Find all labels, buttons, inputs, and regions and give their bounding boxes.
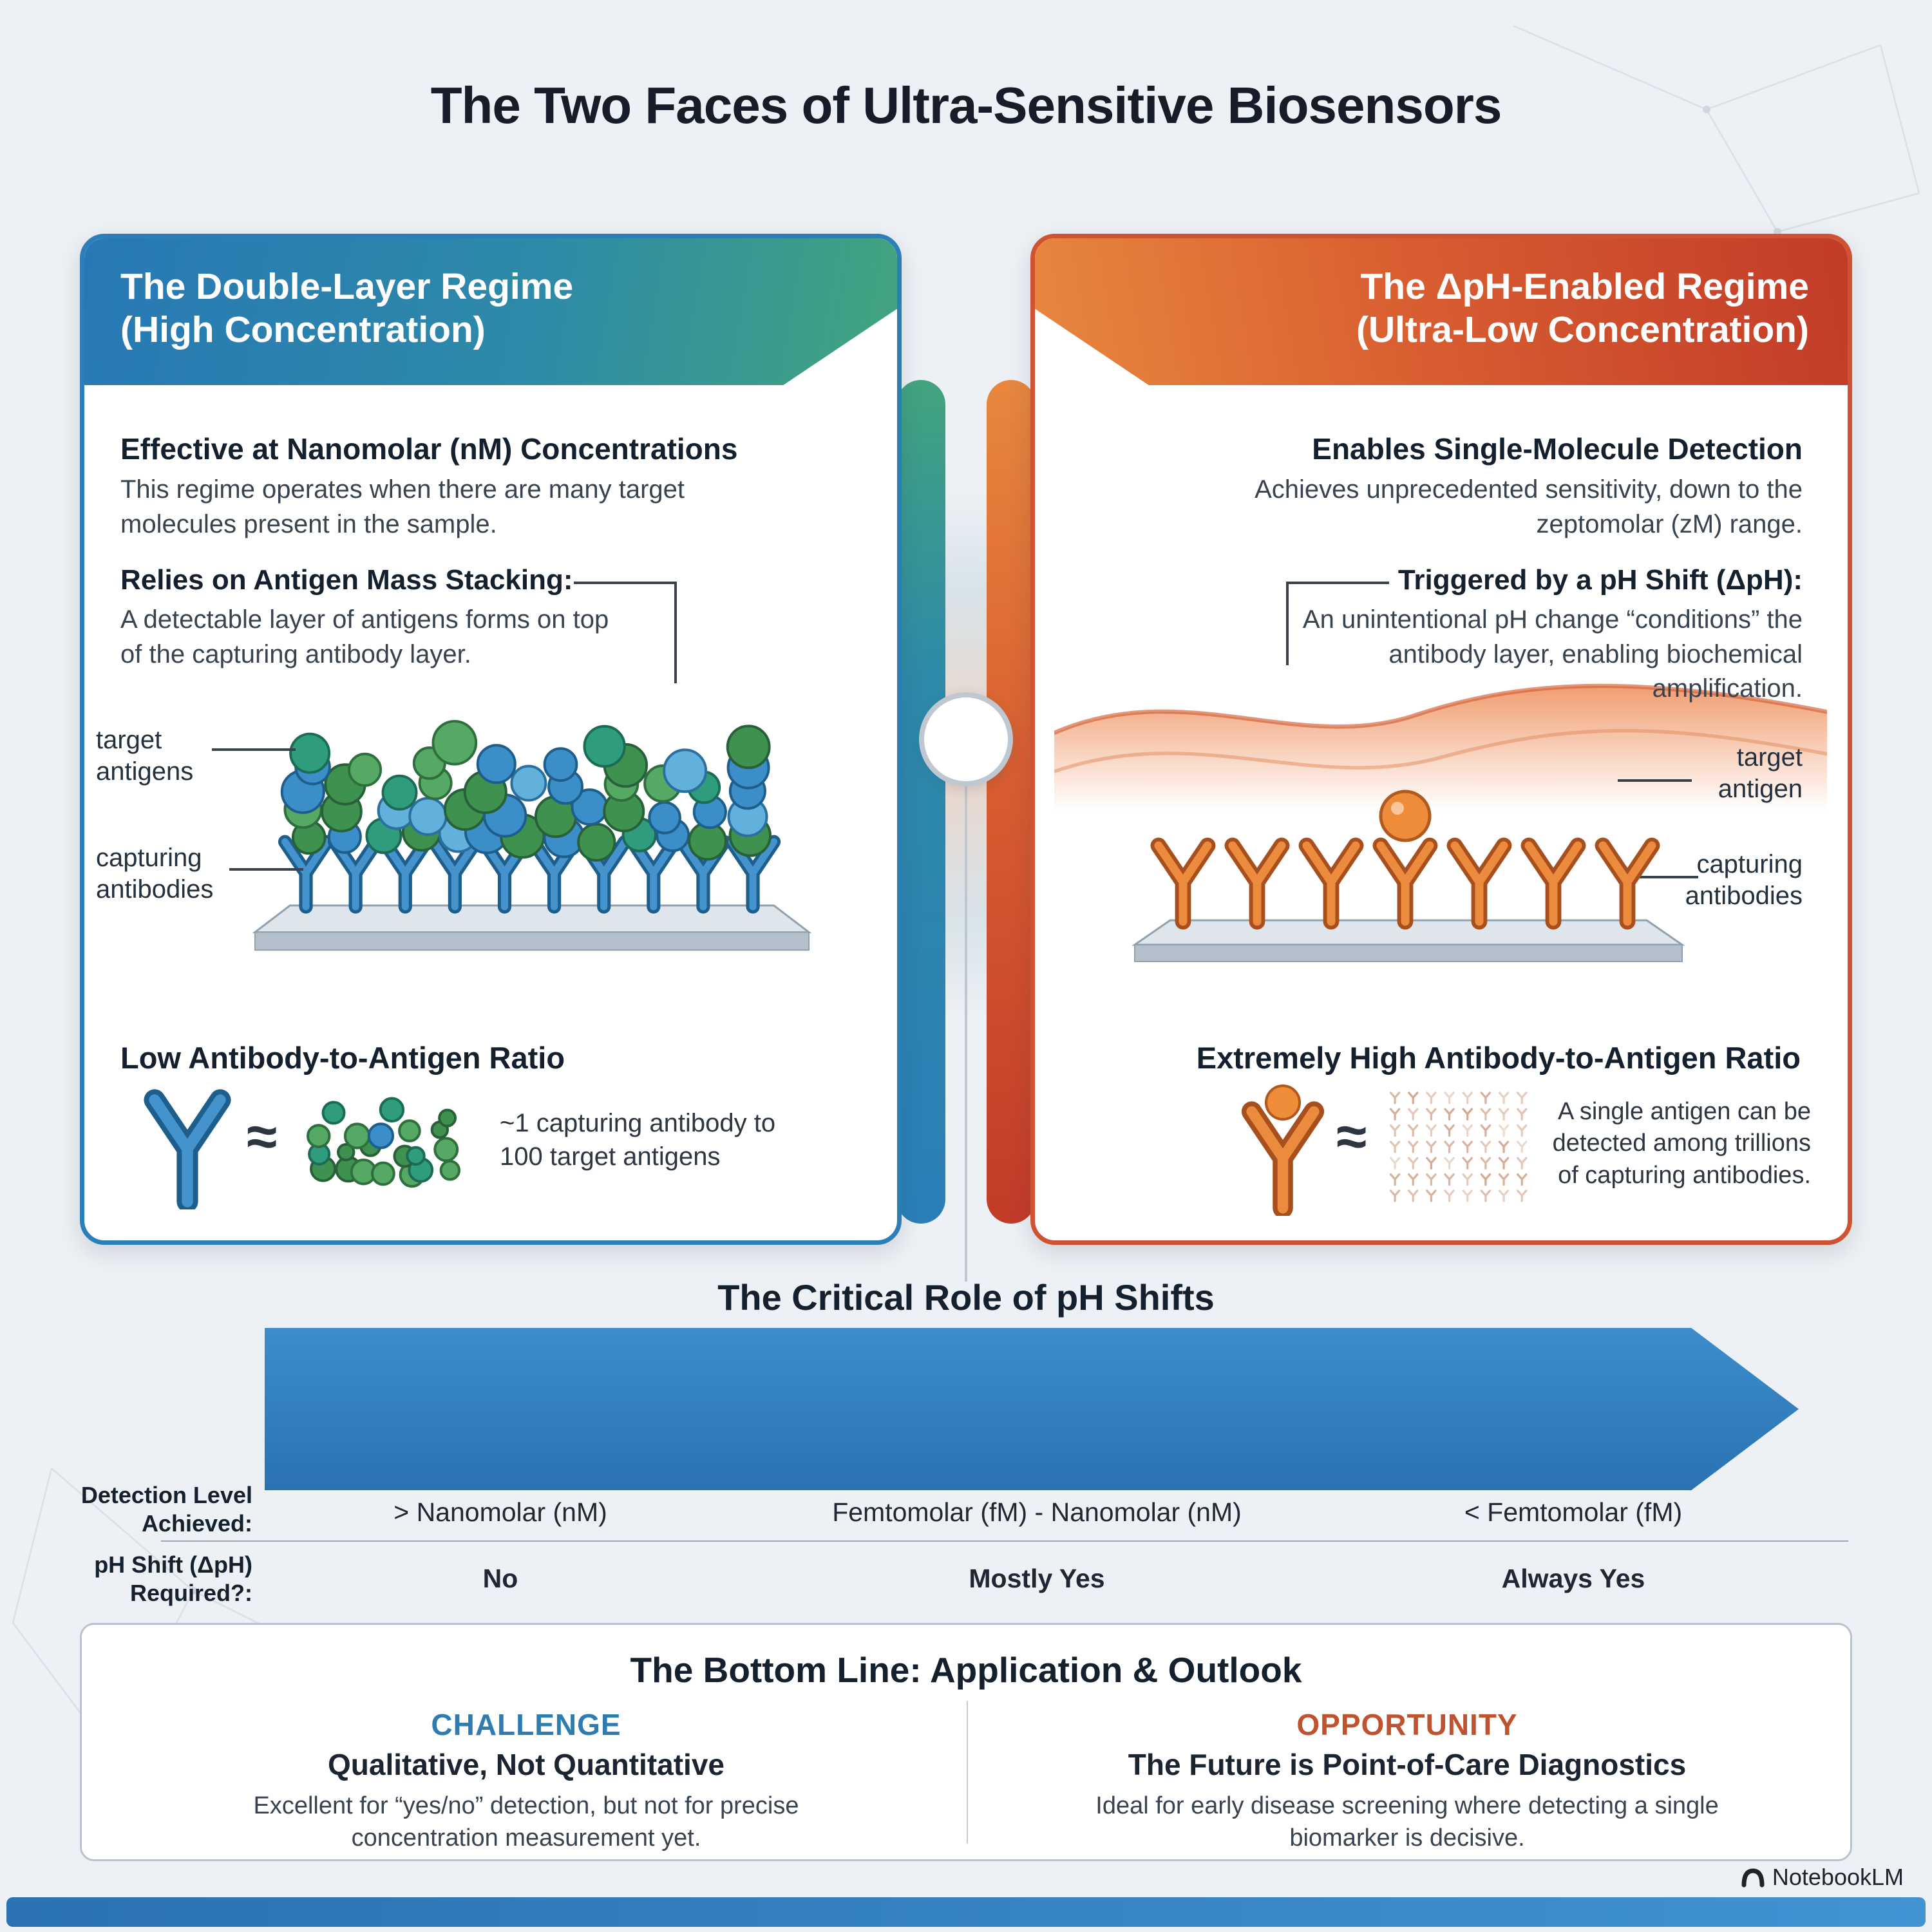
scale-row1-values: > Nanomolar (nM) Femtomolar (fM) - Nanom… xyxy=(270,1497,1803,1528)
capturing-antibodies-pointer-line xyxy=(1634,876,1698,878)
scale-row2-values: No Mostly Yes Always Yes xyxy=(270,1564,1803,1594)
antibody-with-antigen-icon xyxy=(1241,1084,1325,1216)
right-section1-body: Achieves unprecedented sensitivity, down… xyxy=(1255,475,1803,538)
header-line-2: (Ultra-Low Concentration) xyxy=(1356,309,1809,351)
scale-row1-label: Detection Level Achieved: xyxy=(80,1482,252,1537)
double-layer-header: The Double-Layer Regime (High Concentrat… xyxy=(84,238,897,385)
header-line-2: (High Concentration) xyxy=(120,309,486,351)
challenge-body: Excellent for “yes/no” detection, but no… xyxy=(253,1792,799,1852)
capturing-antibodies-pointer-line xyxy=(229,868,303,871)
challenge-label: CHALLENGE xyxy=(431,1708,621,1741)
capturing-antibody-row xyxy=(1150,790,1660,930)
challenge-column: CHALLENGE Qualitative, Not Quantitative … xyxy=(95,1707,958,1854)
right-callout-line xyxy=(1286,582,1389,665)
ph-shift-wave xyxy=(1054,683,1827,810)
panel-double-layer: The Double-Layer Regime (High Concentrat… xyxy=(80,234,902,1245)
target-antigens-pointer-line xyxy=(212,748,296,751)
opportunity-body: Ideal for early disease screening where … xyxy=(1095,1792,1719,1852)
sensor-platform-front xyxy=(254,931,810,951)
bottom-title: The Bottom Line: Application & Outlook xyxy=(630,1650,1302,1690)
header-line-1: The Double-Layer Regime xyxy=(120,266,574,307)
antibody-grid-icon xyxy=(1389,1092,1528,1202)
sensor-platform-top xyxy=(252,904,812,934)
puzzle-strip-blue xyxy=(896,380,945,1224)
scale-row2-label: pH Shift (ΔpH) Required?: xyxy=(94,1551,252,1606)
label-target-antigens: target antigens xyxy=(96,726,194,786)
header-line-1: The ΔpH-Enabled Regime xyxy=(1360,266,1809,307)
label-target-antigen: target antigen xyxy=(1718,743,1803,803)
label-capturing-antibodies: capturing antibodies xyxy=(96,844,214,904)
scale-divider xyxy=(161,1540,1848,1542)
left-section1-body: This regime operates when there are many… xyxy=(120,475,685,538)
right-section1-title: Enables Single-Molecule Detection xyxy=(1312,432,1803,466)
scale-row1-value-1: > Nanomolar (nM) xyxy=(393,1497,607,1527)
target-antigen-pointer-line xyxy=(1618,779,1692,782)
scale-title: The Critical Role of pH Shifts xyxy=(717,1277,1215,1318)
dph-enabled-header: The ΔpH-Enabled Regime (Ultra-Low Concen… xyxy=(1035,238,1848,385)
page-title: The Two Faces of Ultra-Sensitive Biosens… xyxy=(430,77,1502,134)
left-section2-body: A detectable layer of antigens forms on … xyxy=(120,605,609,668)
scale-row1-value-3: < Femtomolar (fM) xyxy=(1464,1497,1683,1527)
antibody-icon xyxy=(144,1089,231,1209)
challenge-title: Qualitative, Not Quantitative xyxy=(328,1748,724,1781)
right-section2-title: Triggered by a pH Shift (ΔpH): xyxy=(1397,564,1803,596)
single-molecule-illustration xyxy=(1132,790,1685,962)
scale-row1-value-2: Femtomolar (fM) - Nanomolar (nM) xyxy=(832,1497,1242,1527)
connector-line xyxy=(965,783,967,1282)
scale-row2-value-1: No xyxy=(482,1564,518,1593)
bottom-column-divider xyxy=(967,1701,968,1844)
left-section1-title: Effective at Nanomolar (nM) Concentratio… xyxy=(120,432,738,466)
left-ratio-caption: ~1 capturing antibody to 100 target anti… xyxy=(500,1109,776,1171)
left-callout-line xyxy=(574,582,677,683)
approx-symbol: ≈ xyxy=(1336,1106,1367,1168)
panel-dph-enabled: The ΔpH-Enabled Regime (Ultra-Low Concen… xyxy=(1030,234,1852,1245)
opportunity-title: The Future is Point-of-Care Diagnostics xyxy=(1128,1748,1687,1781)
concentration-arrow xyxy=(265,1328,1799,1490)
notebooklm-logo-icon xyxy=(1741,1868,1765,1888)
antigen-cluster-icon xyxy=(307,1097,461,1188)
opportunity-column: OPPORTUNITY The Future is Point-of-Care … xyxy=(976,1707,1839,1854)
label-capturing-antibodies: capturing antibodies xyxy=(1685,850,1803,910)
puzzle-circle xyxy=(919,692,1013,786)
right-ratio-caption: A single antigen can be detected among t… xyxy=(1552,1098,1811,1189)
scale-row2-value-2: Mostly Yes xyxy=(969,1564,1105,1593)
footer-bar xyxy=(6,1897,1926,1927)
right-ratio-title: Extremely High Antibody-to-Antigen Ratio xyxy=(1196,1041,1801,1075)
opportunity-label: OPPORTUNITY xyxy=(1296,1708,1518,1741)
left-section2-title: Relies on Antigen Mass Stacking: xyxy=(120,564,573,596)
antigen-cluster xyxy=(280,719,772,862)
bottom-line-box: The Bottom Line: Application & Outlook C… xyxy=(80,1623,1852,1861)
brand-name: NotebookLM xyxy=(1772,1864,1904,1890)
double-layer-illustration xyxy=(252,719,812,951)
left-ratio-title: Low Antibody-to-Antigen Ratio xyxy=(120,1041,565,1075)
approx-symbol: ≈ xyxy=(247,1106,278,1168)
right-section2-body: An unintentional pH change “conditions” … xyxy=(1302,605,1803,703)
scale-row2-value-3: Always Yes xyxy=(1501,1564,1645,1593)
sensor-platform-front xyxy=(1134,944,1683,962)
brand-mark: NotebookLM xyxy=(1740,1864,1904,1891)
puzzle-strip-orange xyxy=(987,380,1036,1224)
